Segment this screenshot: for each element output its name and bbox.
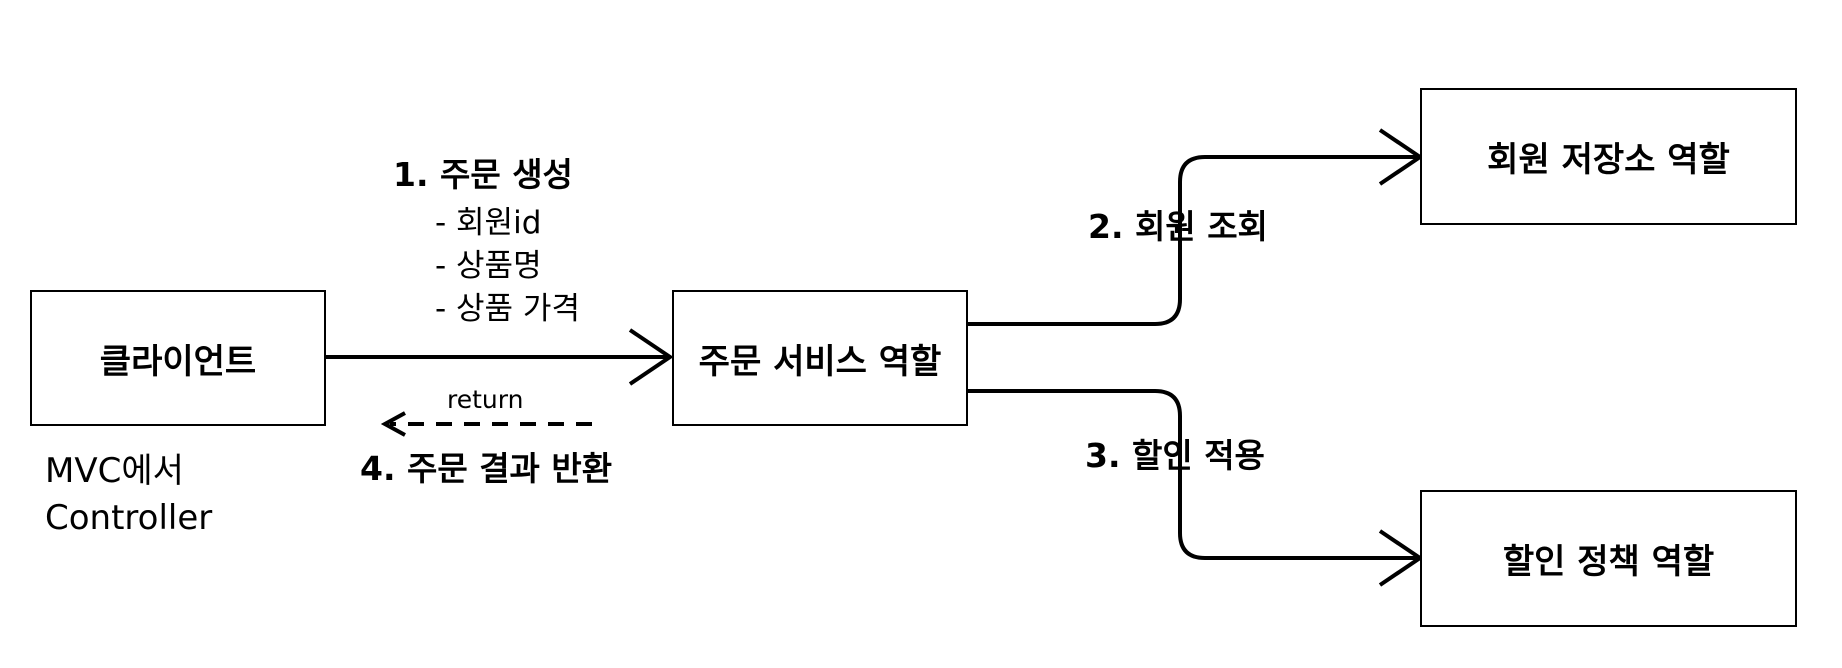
client-node: 클라이언트 (30, 290, 326, 426)
return-label: return (447, 385, 524, 414)
order-service-node: 주문 서비스 역할 (672, 290, 968, 426)
create-order-param-product-name: - 상품명 (435, 248, 542, 284)
apply-discount-arrow (966, 389, 1420, 560)
discount-policy-label: 할인 정책 역할 (1502, 542, 1715, 582)
create-order-param-member-id: - 회원id (435, 205, 542, 241)
mvc-annotation-line-2: Controller (45, 498, 213, 538)
member-lookup-arrow (966, 155, 1420, 326)
member-repository-node: 회원 저장소 역할 (1420, 88, 1797, 225)
mvc-annotation-line-1: MVC에서 (45, 451, 184, 491)
order-service-label: 주문 서비스 역할 (698, 341, 942, 382)
apply-discount-label: 3. 할인 적용 (1085, 436, 1265, 475)
create-order-param-product-price: - 상품 가격 (435, 291, 580, 327)
client-label: 클라이언트 (99, 341, 257, 382)
create-order-title: 1. 주문 생성 (393, 155, 573, 194)
create-order-arrowhead (628, 328, 674, 386)
return-arrowhead (380, 411, 406, 437)
discount-policy-node: 할인 정책 역할 (1420, 490, 1797, 627)
member-lookup-label: 2. 회원 조회 (1088, 207, 1268, 246)
member-repository-label: 회원 저장소 역할 (1487, 140, 1730, 180)
return-result-label: 4. 주문 결과 반환 (360, 449, 613, 488)
